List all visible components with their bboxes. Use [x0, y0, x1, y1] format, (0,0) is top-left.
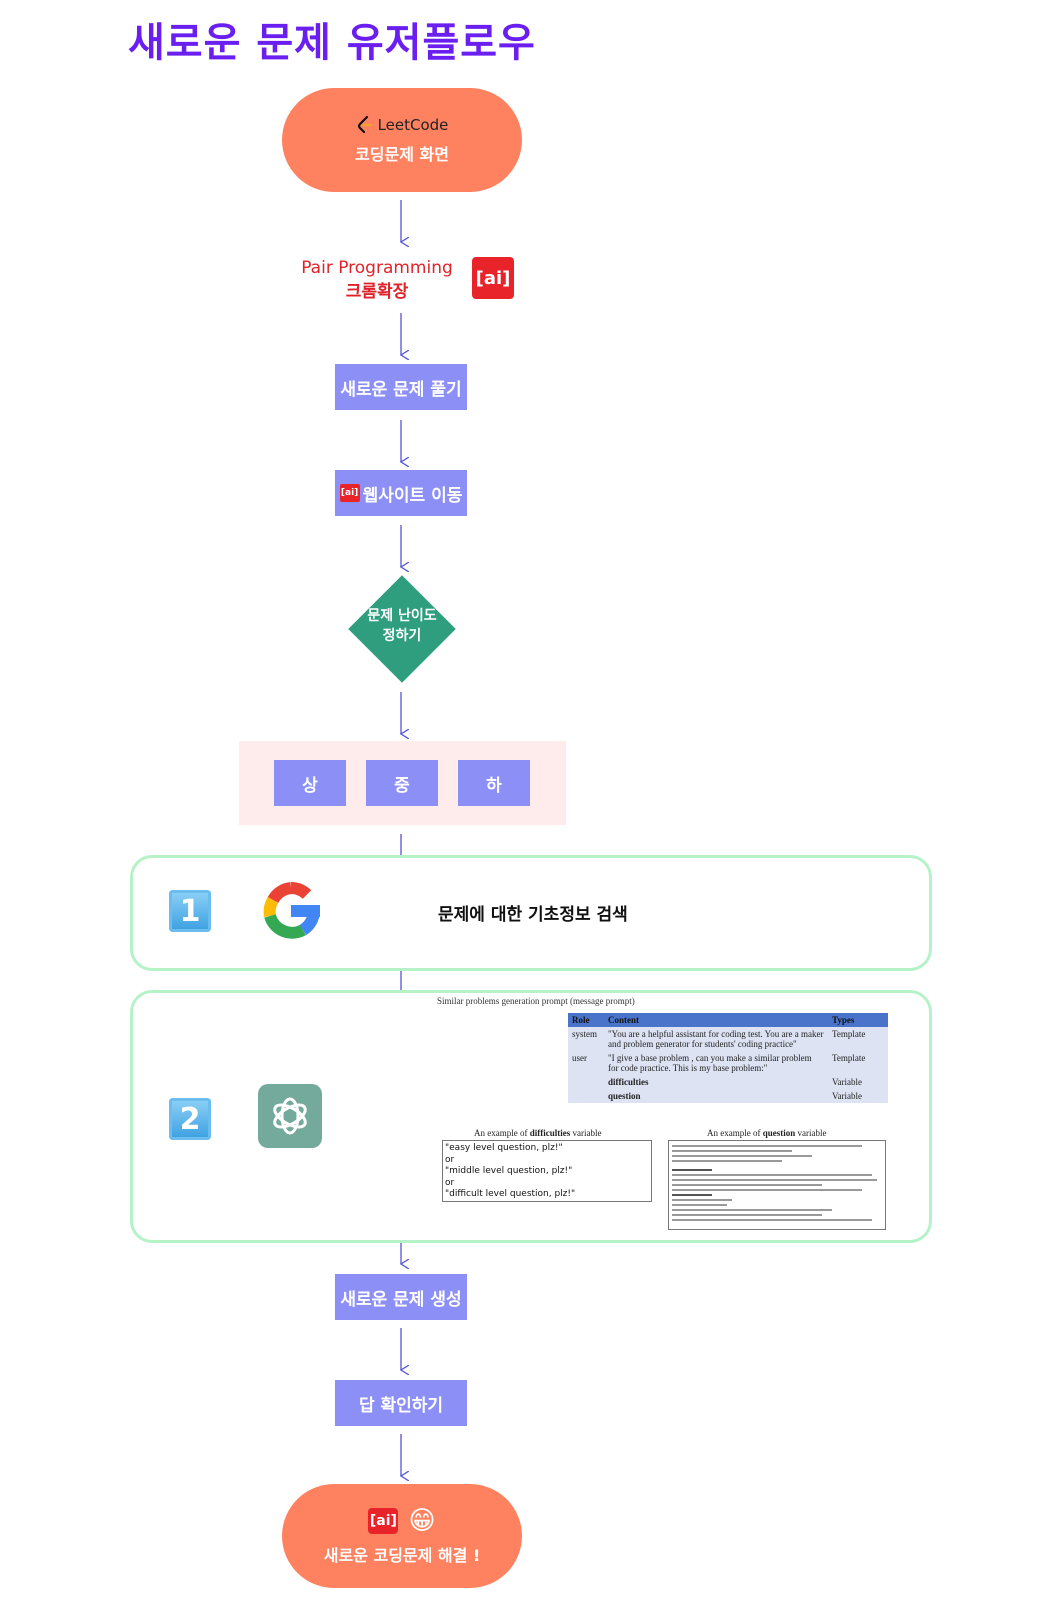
extension-name: Pair Programming	[301, 258, 453, 278]
table-header-cell: Role	[568, 1013, 604, 1027]
end-node: [ai] 😁 새로운 코딩문제 해결 !	[282, 1484, 522, 1588]
caption-text: variable	[795, 1128, 827, 1138]
solve-new-problem-button[interactable]: 새로운 문제 풀기	[335, 364, 467, 410]
table-row: difficulties Variable	[568, 1075, 888, 1089]
page-title: 새로운 문제 유저플로우	[128, 20, 536, 66]
leetcode-icon	[357, 115, 372, 134]
caption-bold: question	[762, 1128, 796, 1138]
table-cell: Variable	[828, 1075, 888, 1089]
question-example	[668, 1140, 886, 1230]
table-cell: system	[568, 1027, 604, 1051]
example-line: or	[445, 1154, 455, 1165]
table-cell: Template	[828, 1027, 888, 1051]
chatgpt-icon	[258, 1084, 322, 1148]
keycap-2-icon: 2	[169, 1098, 211, 1140]
leetcode-logo-text: LeetCode	[377, 116, 449, 134]
table-cell: difficulties	[604, 1075, 828, 1089]
table-cell: user	[568, 1051, 604, 1075]
table-row: user "I give a base problem , can you ma…	[568, 1051, 888, 1075]
table-cell: Template	[828, 1051, 888, 1075]
example-line: "easy level question, plz!"	[445, 1143, 563, 1153]
table-cell: "You are a helpful assistant for coding …	[604, 1027, 828, 1051]
decision-label: 문제 난이도 정하기	[349, 606, 455, 646]
example-line: "difficult level question, plz!"	[445, 1189, 576, 1199]
level-high-button[interactable]: 상	[274, 760, 346, 806]
table-header-cell: Types	[828, 1013, 888, 1027]
caption-text: An example of	[474, 1128, 530, 1138]
level-low-button[interactable]: 하	[458, 760, 530, 806]
table-cell	[568, 1075, 604, 1089]
ai-badge-icon: [ai]	[368, 1508, 399, 1534]
prompt-table-header: Role Content Types	[568, 1013, 888, 1027]
grin-emoji-icon: 😁	[408, 1506, 436, 1536]
table-cell	[568, 1089, 604, 1103]
stage1-description: 문제에 대한 기초정보 검색	[438, 905, 628, 925]
prompt-table: Role Content Types system "You are a hel…	[568, 1013, 888, 1103]
extension-label: Pair Programming 크롬확장	[292, 256, 462, 304]
decision-label-line1: 문제 난이도	[367, 608, 437, 624]
leetcode-logo: LeetCode	[356, 115, 449, 135]
generate-problem-button[interactable]: 새로운 문제 생성	[335, 1274, 467, 1320]
example-line: "middle level question, plz!"	[445, 1166, 573, 1176]
level-mid-button[interactable]: 중	[366, 760, 438, 806]
end-label: 새로운 코딩문제 해결 !	[323, 1546, 481, 1565]
go-website-label: 웹사이트 이동	[362, 485, 463, 506]
table-row: question Variable	[568, 1089, 888, 1103]
table-row: system "You are a helpful assistant for …	[568, 1027, 888, 1051]
example-line: or	[445, 1177, 455, 1188]
start-node: LeetCode 코딩문제 화면	[282, 88, 522, 192]
prompt-caption: Similar problems generation prompt (mess…	[437, 996, 635, 1006]
difficulty-decision: 문제 난이도 정하기	[348, 575, 456, 683]
start-label: 코딩문제 화면	[355, 145, 449, 164]
chatgpt-knot-icon	[273, 1097, 307, 1135]
table-cell: question	[604, 1089, 828, 1103]
go-website-button[interactable]: [ai] 웹사이트 이동	[335, 470, 467, 516]
table-cell: Variable	[828, 1089, 888, 1103]
ai-badge-small-icon: [ai]	[339, 484, 360, 502]
question-caption: An example of question variable	[707, 1128, 826, 1138]
difficulties-example: "easy level question, plz!" or "middle l…	[442, 1140, 652, 1202]
extension-type: 크롬확장	[345, 282, 409, 302]
keycap-1-icon: 1	[169, 890, 211, 932]
check-answer-button[interactable]: 답 확인하기	[335, 1380, 467, 1426]
decision-label-line2: 정하기	[382, 628, 422, 644]
question-example-text-lines	[672, 1145, 877, 1221]
caption-text: variable	[570, 1128, 602, 1138]
ai-badge-icon: [ai]	[472, 257, 514, 299]
table-header-cell: Content	[604, 1013, 828, 1027]
table-cell: "I give a base problem , can you make a …	[604, 1051, 828, 1075]
google-icon	[263, 882, 320, 939]
caption-bold: difficulties	[529, 1128, 571, 1138]
difficulties-caption: An example of difficulties variable	[474, 1128, 601, 1138]
caption-text: An example of	[707, 1128, 763, 1138]
